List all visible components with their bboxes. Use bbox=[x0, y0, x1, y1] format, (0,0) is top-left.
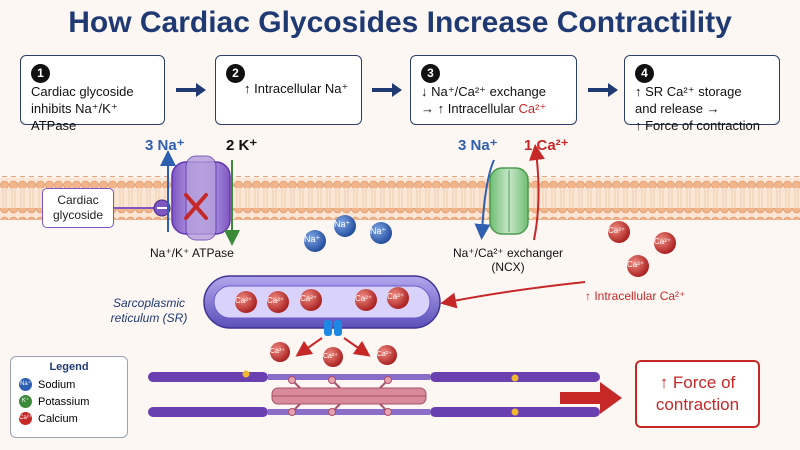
sr-release-channel bbox=[324, 320, 342, 336]
step-3-calcium: Ca²⁺ bbox=[518, 101, 547, 116]
step-2-number: 2 bbox=[226, 64, 245, 83]
na-efflux-label: 3 Na⁺ bbox=[145, 137, 185, 154]
cell-membrane bbox=[0, 176, 800, 220]
ca-ion-label: Ca²⁺ bbox=[377, 351, 392, 358]
step-arrow-1 bbox=[176, 83, 206, 97]
step-4-line1: ↑ SR Ca²⁺ storage bbox=[635, 84, 742, 99]
actin-filament-top bbox=[148, 372, 600, 382]
ncx-na-label: 3 Na⁺ bbox=[458, 137, 498, 154]
inhibition-x-icon bbox=[184, 193, 208, 220]
ncx-ca-label: 1 Ca²⁺ bbox=[524, 137, 569, 154]
released-calcium-ion bbox=[323, 347, 343, 367]
step-4-line2: and release → bbox=[635, 101, 720, 116]
step-1-line3: ATPase bbox=[31, 118, 77, 133]
step-4-number: 4 bbox=[635, 64, 654, 83]
step-3-box: 3↓ Na⁺/Ca²⁺ exchange → ↑ Intracellular Ca… bbox=[410, 55, 577, 125]
k-influx-label: 2 K⁺ bbox=[226, 137, 258, 154]
legend: Legend Na⁺Sodium K⁺Potassium Ca²⁺Calcium bbox=[10, 356, 128, 438]
step-4-box: 4↑ SR Ca²⁺ storage and release → ↑ Force o… bbox=[624, 55, 780, 133]
step-1-line1: Cardiac glycoside bbox=[31, 84, 134, 99]
force-arrow bbox=[560, 382, 622, 414]
step-3-line2: → ↑ Intracellular bbox=[421, 101, 519, 116]
sr-calcium-ion bbox=[387, 287, 409, 309]
calcium-to-sr-arrow bbox=[440, 281, 586, 309]
ncx-ca-arrow bbox=[529, 144, 545, 241]
actin-filament-bottom bbox=[148, 407, 600, 417]
potassium-icon: K⁺ bbox=[19, 395, 32, 408]
legend-title: Legend bbox=[49, 361, 89, 373]
legend-item-sodium: Na⁺Sodium bbox=[19, 378, 76, 391]
na-ion-label: Na⁺ bbox=[370, 226, 387, 236]
ca-ion-label: Ca²⁺ bbox=[654, 237, 672, 246]
step-1-box: 1Cardiac glycoside inhibits Na⁺/K⁺ ATPase bbox=[20, 55, 165, 133]
myofilaments bbox=[148, 370, 600, 417]
calcium-icon: Ca²⁺ bbox=[19, 412, 32, 425]
ca-ion-label: Ca²⁺ bbox=[267, 296, 285, 305]
release-arrow-right bbox=[343, 337, 371, 357]
ca-ion-label: Ca²⁺ bbox=[235, 296, 253, 305]
legend-item-potassium: K⁺Potassium bbox=[19, 393, 119, 410]
step-1-line2: inhibits Na⁺/K⁺ bbox=[31, 101, 118, 116]
legend-item-calcium: Ca²⁺Calcium bbox=[19, 412, 78, 425]
ca-ion-label: Ca²⁺ bbox=[355, 294, 373, 303]
release-arrow-left bbox=[295, 337, 323, 357]
calcium-ion bbox=[608, 221, 630, 243]
ncx-na-arrow bbox=[474, 159, 495, 240]
step-arrow-3 bbox=[588, 83, 618, 97]
na-ion-label: Na⁺ bbox=[304, 234, 321, 244]
diagram-title: How Cardiac Glycosides Increase Contract… bbox=[68, 6, 732, 39]
released-calcium-ion bbox=[270, 342, 290, 362]
ncx-exchanger bbox=[489, 167, 529, 235]
calcium-ion bbox=[654, 232, 676, 254]
ca-ion-label: Ca²⁺ bbox=[270, 348, 285, 355]
sodium-icon: Na⁺ bbox=[19, 378, 32, 391]
myosin-thick-filament bbox=[271, 376, 427, 416]
ca-ion-label: Ca²⁺ bbox=[323, 353, 338, 360]
ca-ion-label: Ca²⁺ bbox=[627, 260, 645, 269]
sr-calcium-ion bbox=[235, 291, 257, 313]
na-ion-label: Na⁺ bbox=[334, 219, 351, 229]
calcium-ion bbox=[627, 255, 649, 277]
ca-ion-label: Ca²⁺ bbox=[300, 294, 318, 303]
sodium-ion bbox=[370, 222, 392, 244]
step-3-line1: ↓ Na⁺/Ca²⁺ exchange bbox=[421, 84, 547, 99]
step-3-number: 3 bbox=[421, 64, 440, 83]
intracellular-ca-label: ↑ Intracellular Ca²⁺ bbox=[585, 289, 686, 303]
ca-ion-label: Ca²⁺ bbox=[608, 226, 626, 235]
step-2-box: 2↑ Intracellular Na⁺ bbox=[215, 55, 362, 125]
step-arrow-2 bbox=[372, 83, 402, 97]
pump-label: Na⁺/K⁺ ATPase bbox=[150, 246, 234, 260]
ncx-label: Na⁺/Ca²⁺ exchanger(NCX) bbox=[452, 246, 564, 274]
sarcoplasmic-reticulum bbox=[203, 275, 441, 329]
sodium-ion bbox=[334, 215, 356, 237]
sr-calcium-ion bbox=[300, 289, 322, 311]
sr-calcium-ion bbox=[355, 289, 377, 311]
released-calcium-ion bbox=[377, 345, 397, 365]
step-2-line1: ↑ Intracellular Na⁺ bbox=[244, 81, 349, 96]
step-1-number: 1 bbox=[31, 64, 50, 83]
sodium-ion bbox=[304, 230, 326, 252]
step-4-line3: ↑ Force of contraction bbox=[635, 118, 760, 133]
sr-calcium-ion bbox=[267, 291, 289, 313]
ca-ion-label: Ca²⁺ bbox=[387, 292, 405, 301]
